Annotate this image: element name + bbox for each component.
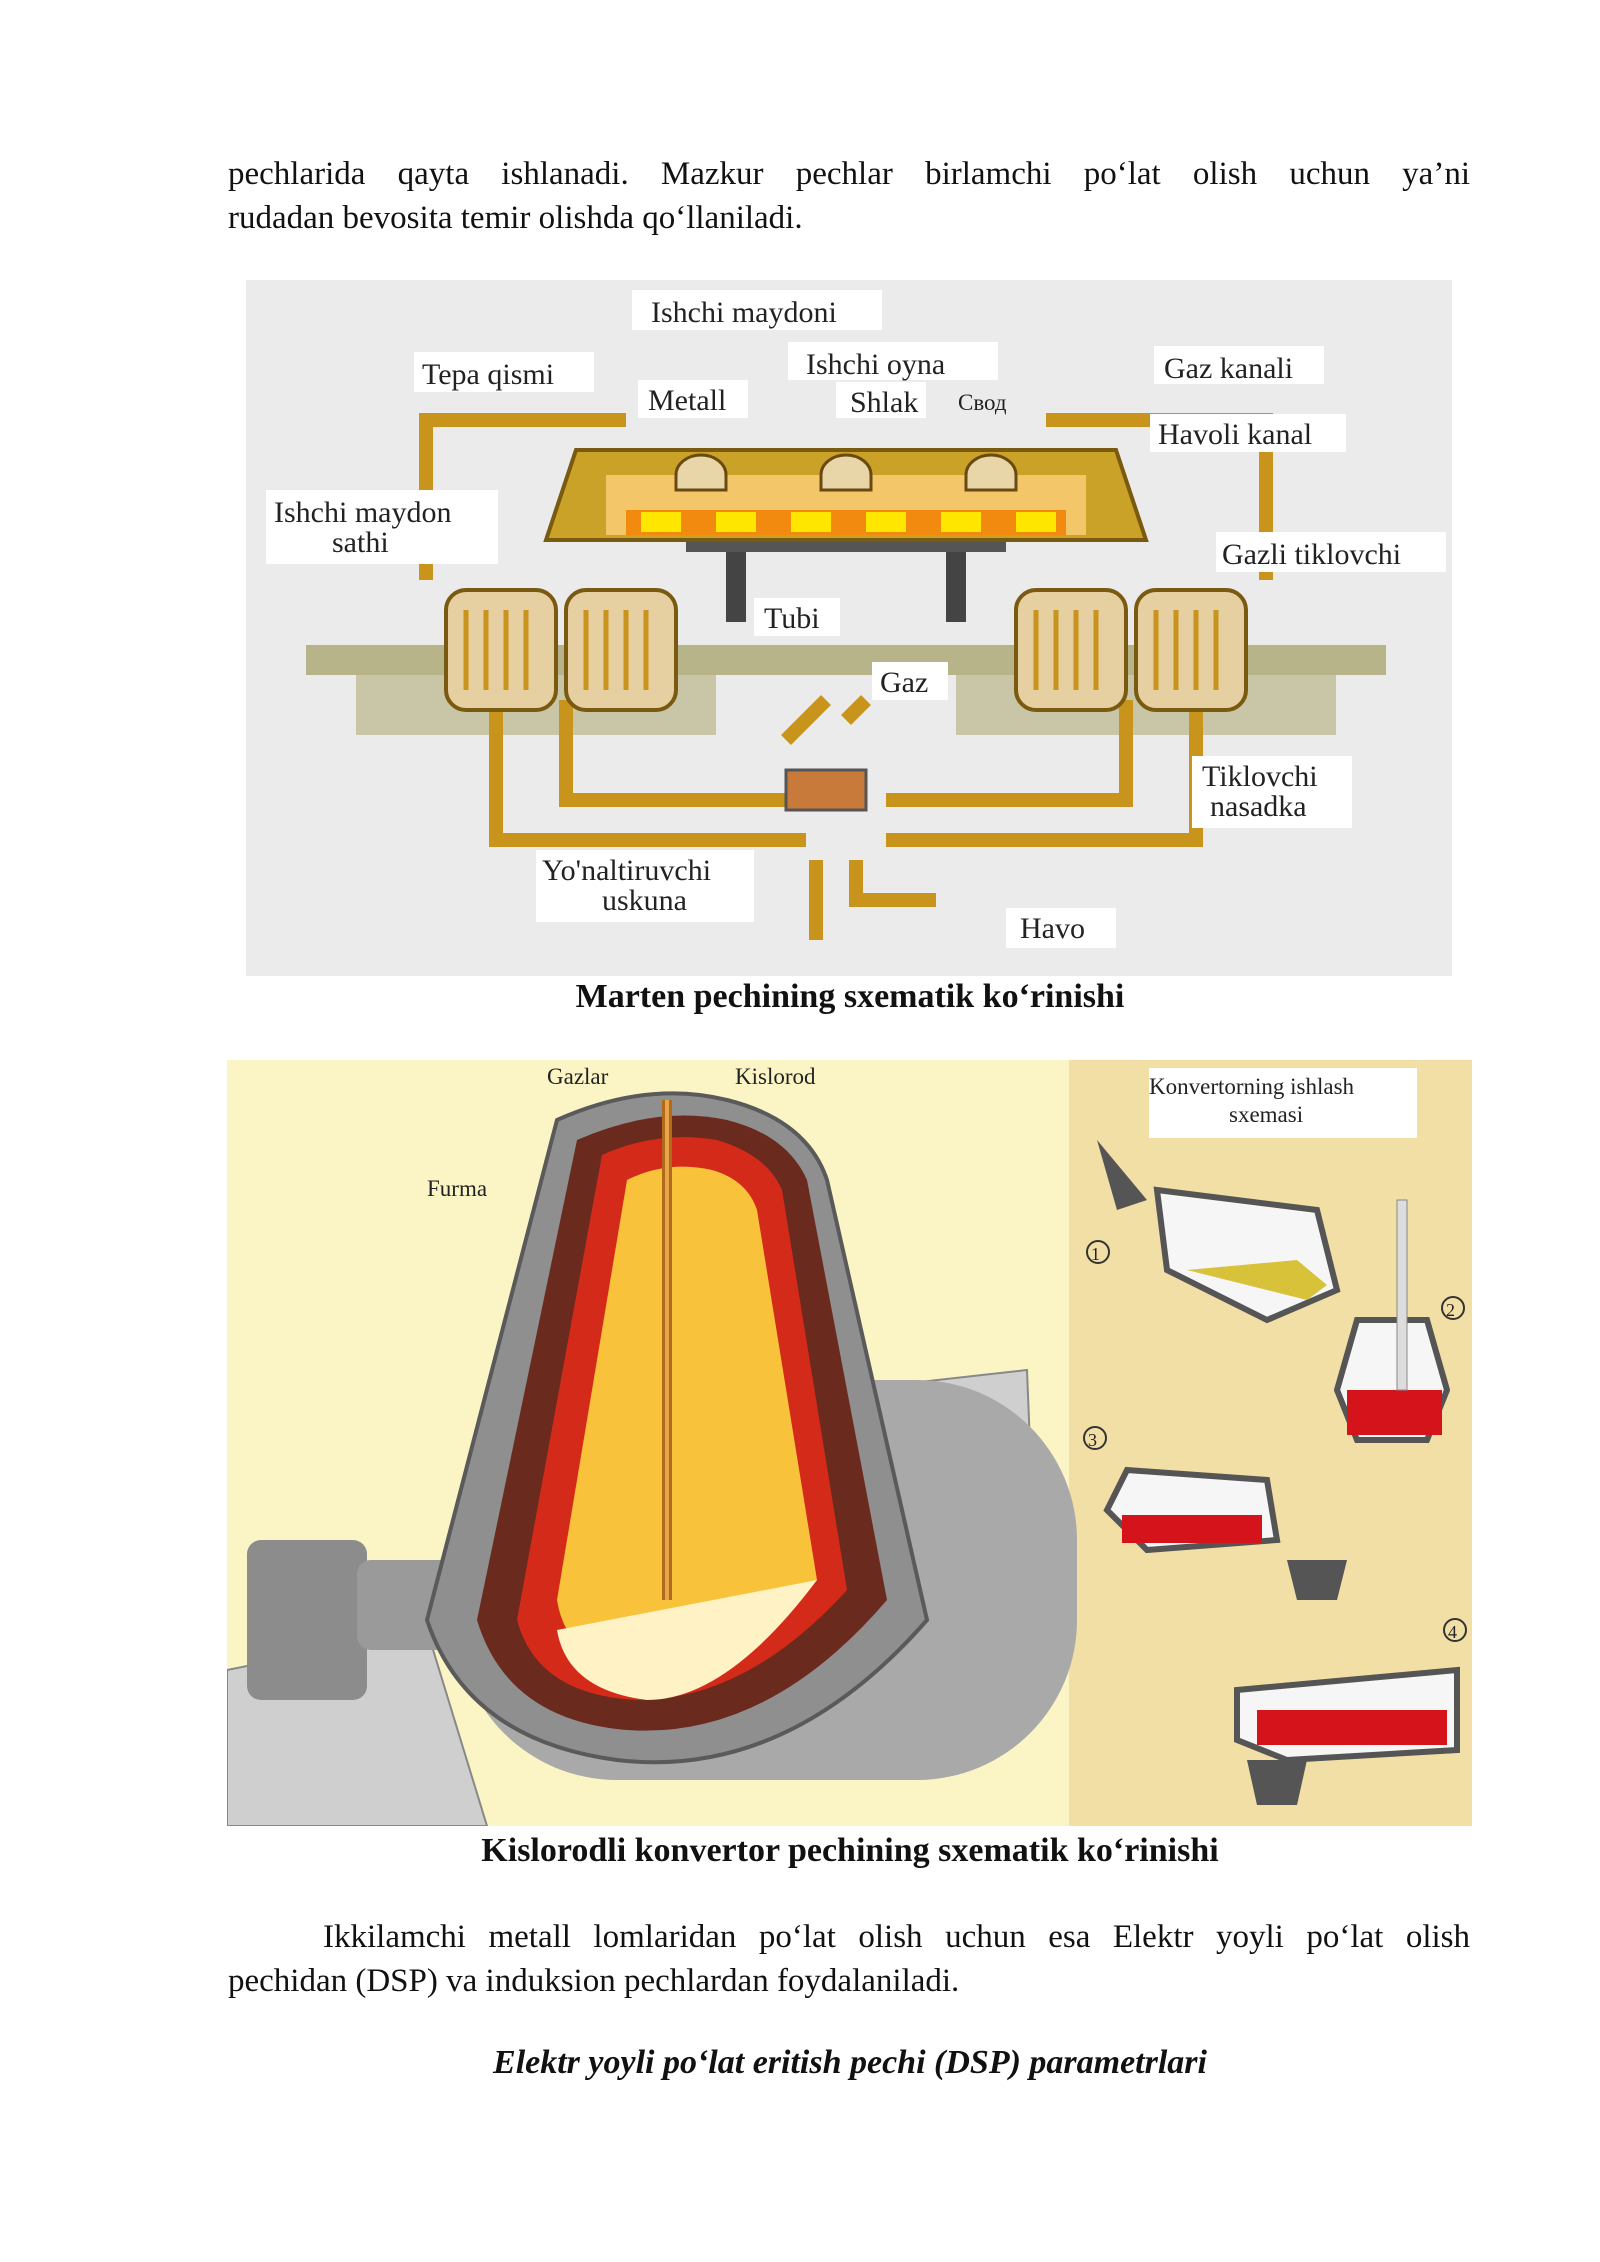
converter-diagram: Gazlar Kislorod Furma Konvertorning ishl… [226, 1060, 1472, 1827]
label-kislorod: Kislorod [735, 1064, 816, 1089]
label-tiklovchi-nasadka-2: nasadka [1210, 790, 1307, 823]
converter-caption: Kislorodli konvertor pechining sxematik … [481, 1832, 1219, 1869]
label-furma: Furma [427, 1176, 487, 1201]
label-gazlar: Gazlar [547, 1064, 609, 1089]
marten-furnace-figure: Ishchi maydoni Tepa qismi Metall Ishchi … [246, 280, 1452, 976]
label-yonaltiruvchi-1: Yo'naltiruvchi [542, 854, 711, 887]
label-step-1: 1 [1091, 1244, 1100, 1264]
label-tubi: Tubi [764, 602, 820, 635]
label-ishchi-maydon-sathi-2: sathi [332, 526, 389, 559]
label-tepa-qismi: Tepa qismi [422, 358, 554, 391]
intro-line-2: rudadan bevosita temir olishda qo‘llanil… [228, 200, 803, 236]
label-ishchi-oyna: Ishchi oyna [806, 348, 945, 381]
section-heading: Elektr yoyli po‘lat eritish pechi (DSP) … [493, 2044, 1207, 2081]
label-havoli-kanal: Havoli kanal [1158, 418, 1312, 451]
label-ishchi-maydoni: Ishchi maydoni [651, 296, 837, 329]
marten-caption: Marten pechining sxematik ko‘rinishi [575, 978, 1125, 1015]
label-scheme-title-1: Konvertorning ishlash [1149, 1074, 1355, 1099]
intro-paragraph: pechlarida qayta ishlanadi. Mazkur pechl… [228, 152, 1470, 240]
label-gaz-kanali: Gaz kanali [1164, 352, 1293, 385]
label-havo: Havo [1020, 912, 1085, 945]
label-shlak: Shlak [850, 386, 918, 419]
label-step-3: 3 [1088, 1430, 1097, 1450]
intro-line-1: pechlarida qayta ishlanadi. Mazkur pechl… [228, 156, 1470, 192]
label-scheme-title-2: sxemasi [1229, 1102, 1303, 1127]
marten-furnace-diagram: Ishchi maydoni Tepa qismi Metall Ishchi … [246, 280, 1452, 976]
body-paragraph: Ikkilamchi metall lomlaridan po‘lat olis… [228, 1915, 1470, 2003]
label-svod: Свод [958, 390, 1007, 415]
label-step-2: 2 [1446, 1300, 1455, 1320]
label-metall: Metall [648, 384, 726, 417]
converter-figure: Gazlar Kislorod Furma Konvertorning ishl… [226, 1060, 1472, 1827]
label-ishchi-maydon-sathi-1: Ishchi maydon [274, 496, 451, 529]
label-yonaltiruvchi-2: uskuna [602, 884, 687, 917]
body-line-1: Ikkilamchi metall lomlaridan po‘lat olis… [323, 1919, 1470, 1955]
label-step-4: 4 [1448, 1622, 1457, 1642]
label-gaz: Gaz [880, 666, 928, 699]
label-tiklovchi-nasadka-1: Tiklovchi [1202, 760, 1318, 793]
body-line-2: pechidan (DSP) va induksion pechlardan f… [228, 1963, 960, 1999]
label-gazli-tiklovchi: Gazli tiklovchi [1222, 538, 1401, 571]
